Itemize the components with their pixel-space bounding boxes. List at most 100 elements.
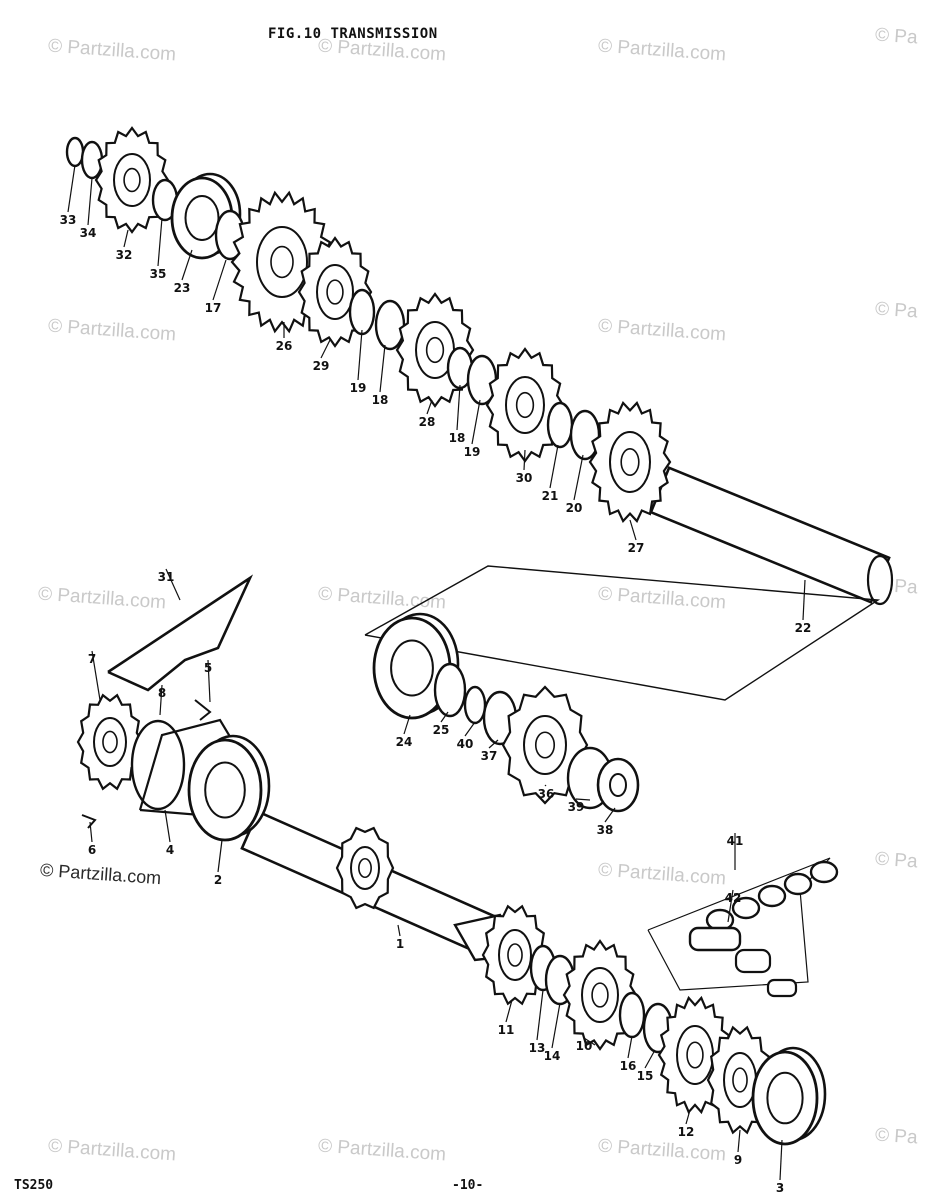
callout-leader [89, 821, 93, 843]
callout-label: 16 [620, 1059, 637, 1073]
callout-leader [464, 721, 476, 737]
nut-38-bore [609, 773, 627, 797]
callout-leader [604, 807, 616, 823]
screw-6 [81, 814, 97, 829]
callout-leader [549, 444, 559, 489]
callout-label: 35 [150, 267, 167, 281]
callout-leader [505, 999, 513, 1023]
gear-26-bore [270, 245, 294, 279]
washer-18 [374, 299, 406, 351]
callout-label: 8 [158, 686, 166, 700]
callout-label: 28 [419, 415, 436, 429]
callout-leader [357, 329, 363, 381]
countershaft [649, 466, 891, 604]
callout-label: 18 [372, 393, 389, 407]
callout-label: 30 [516, 471, 533, 485]
callout-label: 31 [158, 570, 175, 584]
callout-label: 26 [276, 339, 293, 353]
callout-leader [181, 249, 193, 281]
callout-leader [536, 989, 544, 1041]
callout-leader [123, 229, 129, 248]
gear-30-bore [515, 391, 535, 419]
callout-label: 7 [88, 652, 96, 666]
chain-frame [647, 857, 831, 991]
screw-5 [194, 699, 212, 721]
callout-leader [426, 399, 433, 415]
callout-leader [397, 924, 401, 937]
callout-label: 2 [214, 873, 222, 887]
callout-label: 22 [795, 621, 812, 635]
circlip [65, 136, 85, 168]
joint-link-42 [688, 926, 742, 952]
callout-label: 1 [396, 937, 404, 951]
callout-leader [320, 339, 331, 359]
callout-label: 34 [80, 226, 97, 240]
callout-label: 6 [88, 843, 96, 857]
gear-12-bore [686, 1041, 704, 1069]
callout-leader [644, 1049, 656, 1069]
washer-16 [618, 991, 646, 1039]
callout-label: 3 [776, 1181, 784, 1195]
drive-sprocket-36-bore [534, 731, 556, 759]
callout-label: 33 [60, 213, 77, 227]
mainshaft-fixed-gear-bore [358, 857, 372, 879]
callout-leader [164, 809, 171, 843]
callout-label: 18 [449, 431, 466, 445]
clip-40 [463, 685, 487, 725]
spacer-25 [433, 662, 467, 718]
group-frame [364, 565, 881, 701]
callout-leader [67, 164, 76, 213]
callout-label: 38 [597, 823, 614, 837]
callout-label: 24 [396, 735, 413, 749]
callout-label: 21 [542, 489, 559, 503]
callout-label: 39 [568, 800, 585, 814]
callout-label: 11 [498, 1023, 515, 1037]
callout-leader [456, 384, 461, 431]
callout-leader [523, 449, 526, 471]
callout-leader [157, 217, 163, 267]
callout-label: 23 [174, 281, 191, 295]
callout-leader [217, 839, 223, 873]
callout-label: 40 [457, 737, 474, 751]
callout-label: 19 [464, 445, 481, 459]
callout-label: 19 [350, 381, 367, 395]
callout-label: 41 [727, 834, 744, 848]
callout-leader [802, 579, 806, 621]
gear-29-bore [326, 279, 344, 305]
callout-label: 17 [205, 301, 222, 315]
callout-leader [207, 659, 211, 703]
callout-leader [583, 1037, 596, 1046]
callout-label: 4 [166, 843, 174, 857]
washer-8 [130, 719, 186, 811]
bearing-23-inner [184, 195, 220, 241]
page-number: -10- [452, 1178, 484, 1193]
callout-leader [91, 650, 101, 701]
callout-label: 32 [116, 248, 133, 262]
callout-label: 27 [628, 541, 645, 555]
bearing-3-inner [766, 1071, 804, 1125]
callout-label: 20 [566, 501, 583, 515]
callout-label: 37 [481, 749, 498, 763]
chain-link [783, 872, 813, 896]
callout-label: 36 [538, 787, 555, 801]
callout-leader [779, 1139, 783, 1181]
callout-label: 25 [433, 723, 450, 737]
callout-leader [488, 739, 499, 749]
figure-title: FIG.10 TRANSMISSION [268, 26, 438, 42]
callout-leader [627, 1035, 633, 1059]
gear-10-bore [591, 982, 609, 1008]
callout-label: 29 [313, 359, 330, 373]
gearshift-cam-stopper-31 [107, 574, 254, 692]
callout-leader [544, 784, 547, 787]
chain-link [809, 860, 839, 884]
callout-leader [573, 454, 584, 501]
callout-leader [165, 568, 181, 601]
gear-32-bore [123, 167, 141, 193]
retainer-4 [138, 718, 237, 817]
callout-leader [87, 177, 93, 226]
callout-leader [629, 519, 637, 541]
callout-label: 5 [204, 661, 212, 675]
callout-leader [575, 798, 591, 801]
callout-label: 12 [678, 1125, 695, 1139]
